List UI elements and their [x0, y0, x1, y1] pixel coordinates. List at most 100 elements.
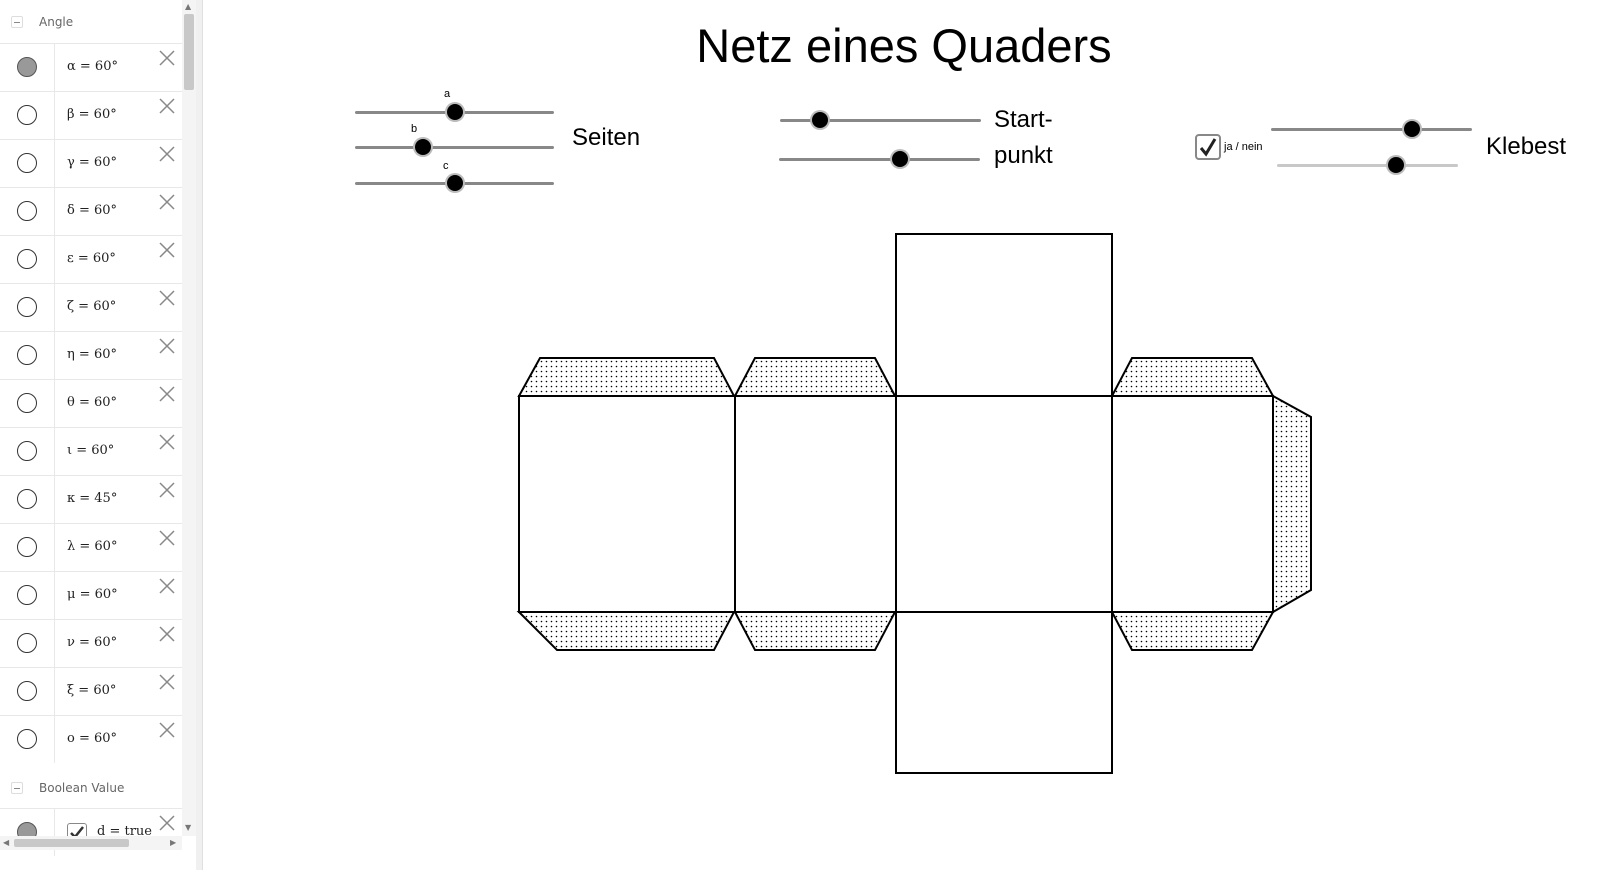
- list-item[interactable]: β = 60°: [0, 91, 182, 139]
- delete-icon[interactable]: [158, 433, 178, 453]
- delete-icon[interactable]: [158, 577, 178, 597]
- horizontal-scrollbar[interactable]: ◀ ▶: [0, 836, 182, 850]
- delete-icon[interactable]: [158, 241, 178, 261]
- scrollbar-thumb[interactable]: [184, 14, 194, 90]
- visibility-marble-icon[interactable]: [17, 297, 37, 317]
- visibility-marble-icon[interactable]: [17, 345, 37, 365]
- delete-icon[interactable]: [158, 49, 178, 69]
- list-item[interactable]: ο = 60°: [0, 715, 182, 763]
- angle-group-header[interactable]: Angle: [0, 0, 182, 44]
- visibility-marble-icon[interactable]: [17, 57, 37, 77]
- slider-knob[interactable]: [891, 151, 908, 167]
- visibility-marble-icon[interactable]: [17, 633, 37, 653]
- marble-cell: [0, 524, 55, 571]
- delete-icon[interactable]: [158, 481, 178, 501]
- collapse-icon[interactable]: [11, 782, 23, 794]
- delete-icon[interactable]: [158, 289, 178, 309]
- slider-knob[interactable]: [446, 175, 463, 191]
- visibility-marble-icon[interactable]: [17, 585, 37, 605]
- angle-expression[interactable]: λ = 60°: [67, 539, 118, 554]
- net-face: [734, 395, 897, 613]
- start-point-slider-2[interactable]: [779, 151, 980, 167]
- list-item[interactable]: ζ = 60°: [0, 283, 182, 331]
- scroll-up-icon[interactable]: ▲: [185, 2, 192, 11]
- slider-knob[interactable]: [414, 139, 431, 155]
- scrollbar-thumb[interactable]: [14, 839, 129, 847]
- angle-expression[interactable]: ι = 60°: [67, 443, 115, 458]
- angle-expression[interactable]: α = 60°: [67, 59, 118, 74]
- list-item[interactable]: ξ = 60°: [0, 667, 182, 715]
- list-item[interactable]: η = 60°: [0, 331, 182, 379]
- delete-icon[interactable]: [158, 721, 178, 741]
- angle-expression[interactable]: μ = 60°: [67, 587, 118, 602]
- angle-expression[interactable]: ξ = 60°: [67, 683, 117, 698]
- list-item[interactable]: μ = 60°: [0, 571, 182, 619]
- scroll-left-icon[interactable]: ◀: [3, 838, 10, 847]
- vertical-scrollbar[interactable]: ▲ ▼: [182, 0, 196, 836]
- list-item[interactable]: κ = 45°: [0, 475, 182, 523]
- delete-icon[interactable]: [158, 97, 178, 117]
- scroll-right-icon[interactable]: ▶: [170, 838, 177, 847]
- collapse-icon[interactable]: [11, 16, 23, 28]
- visibility-marble-icon[interactable]: [17, 201, 37, 221]
- glue-strip-label: Klebest: [1486, 133, 1567, 160]
- list-item[interactable]: ε = 60°: [0, 235, 182, 283]
- visibility-marble-icon[interactable]: [17, 249, 37, 269]
- delete-icon[interactable]: [158, 193, 178, 213]
- angle-expression[interactable]: κ = 45°: [67, 491, 118, 506]
- visibility-marble-icon[interactable]: [17, 681, 37, 701]
- visibility-marble-icon[interactable]: [17, 153, 37, 173]
- angle-expression[interactable]: γ = 60°: [67, 155, 117, 170]
- delete-icon[interactable]: [158, 529, 178, 549]
- visibility-marble-icon[interactable]: [17, 441, 37, 461]
- visibility-marble-icon[interactable]: [17, 537, 37, 557]
- list-item[interactable]: γ = 60°: [0, 139, 182, 187]
- view-divider[interactable]: [196, 0, 203, 870]
- glue-slider-2[interactable]: [1277, 157, 1458, 173]
- slider-knob[interactable]: [1403, 121, 1420, 137]
- scroll-down-icon[interactable]: ▼: [185, 823, 192, 832]
- angle-expression[interactable]: ε = 60°: [67, 251, 116, 266]
- visibility-marble-icon[interactable]: [17, 393, 37, 413]
- visibility-marble-icon[interactable]: [17, 489, 37, 509]
- slider-knob[interactable]: [446, 104, 463, 120]
- angle-expression[interactable]: θ = 60°: [67, 395, 118, 410]
- slider-c[interactable]: [355, 175, 554, 191]
- visibility-marble-icon[interactable]: [17, 729, 37, 749]
- delete-icon[interactable]: [158, 814, 178, 834]
- list-item[interactable]: θ = 60°: [0, 379, 182, 427]
- algebra-view: Angle α = 60° β = 60° γ = 60° δ = 60° ε = 60…: [0, 0, 182, 870]
- angle-expression[interactable]: η = 60°: [67, 347, 117, 362]
- checkbox-label[interactable]: ja / nein: [1224, 141, 1263, 153]
- slider-a[interactable]: [355, 104, 554, 120]
- slider-knob[interactable]: [1388, 157, 1405, 173]
- start-point-slider-1[interactable]: [780, 112, 981, 128]
- delete-icon[interactable]: [158, 337, 178, 357]
- angle-expression[interactable]: δ = 60°: [67, 203, 118, 218]
- delete-icon[interactable]: [158, 145, 178, 165]
- list-item[interactable]: α = 60°: [0, 43, 182, 91]
- list-item[interactable]: δ = 60°: [0, 187, 182, 235]
- glue-tab: [733, 611, 897, 651]
- glue-strip-checkbox[interactable]: [1195, 134, 1221, 160]
- start-label-line2: punkt: [994, 142, 1053, 169]
- list-item[interactable]: λ = 60°: [0, 523, 182, 571]
- visibility-marble-icon[interactable]: [17, 105, 37, 125]
- marble-cell: [0, 620, 55, 667]
- angle-expression[interactable]: ζ = 60°: [67, 299, 117, 314]
- marble-cell: [0, 236, 55, 283]
- list-item[interactable]: ι = 60°: [0, 427, 182, 475]
- boolean-group-header[interactable]: Boolean Value: [0, 766, 182, 810]
- delete-icon[interactable]: [158, 673, 178, 693]
- angle-expression[interactable]: β = 60°: [67, 107, 117, 122]
- glue-slider-1[interactable]: [1271, 121, 1472, 137]
- boolean-expression[interactable]: d = true: [97, 824, 152, 839]
- list-item[interactable]: ν = 60°: [0, 619, 182, 667]
- angle-expression[interactable]: ο = 60°: [67, 731, 118, 746]
- delete-icon[interactable]: [158, 385, 178, 405]
- net-face: [895, 395, 1113, 613]
- angle-expression[interactable]: ν = 60°: [67, 635, 118, 650]
- slider-b[interactable]: [355, 139, 554, 155]
- delete-icon[interactable]: [158, 625, 178, 645]
- slider-knob[interactable]: [812, 112, 829, 128]
